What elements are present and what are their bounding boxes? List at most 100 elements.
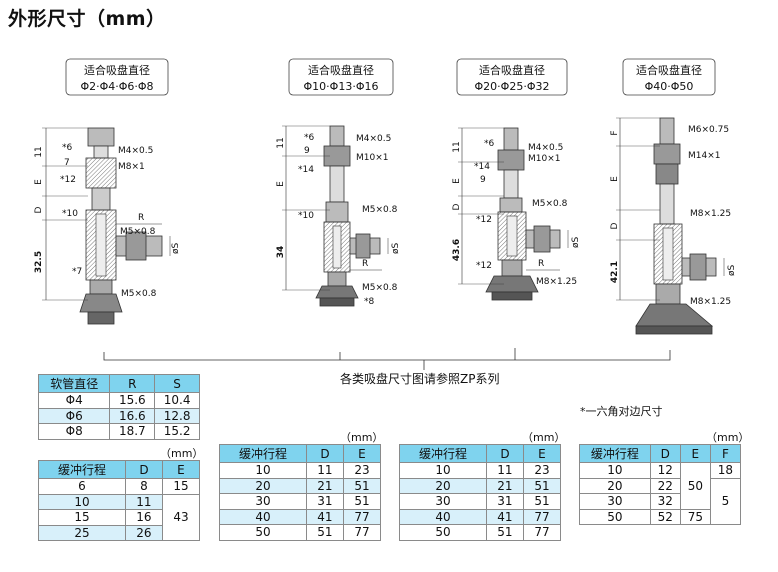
- svg-text:*14: *14: [298, 165, 314, 175]
- svg-text:M4×0.5: M4×0.5: [118, 146, 153, 156]
- stroke-table-1: 缓冲行程 D E 6 8 15 10 11 43 15 16 25 26: [38, 460, 201, 541]
- svg-text:11: 11: [452, 141, 462, 152]
- table-row: 6 8 15: [38, 478, 201, 495]
- hex-note: *一六角对边尺寸: [580, 405, 663, 418]
- svg-text:øS: øS: [391, 242, 401, 254]
- svg-text:32.5: 32.5: [34, 251, 44, 273]
- table-row: Φ8 18.7 15.2: [37, 423, 200, 440]
- svg-text:42.1: 42.1: [610, 261, 620, 283]
- table-header: R: [109, 374, 156, 393]
- reference-bracket: [103, 348, 671, 370]
- size-box-sizes: Φ10·Φ13·Φ16: [304, 80, 379, 93]
- svg-text:M5×0.8: M5×0.8: [362, 205, 398, 215]
- drawing-1: 11 E D 32.5 *6 7 *12 *10 *7 M4×0.5 M8×1 …: [34, 127, 181, 325]
- svg-text:*7: *7: [72, 267, 82, 277]
- table-row: 25 26: [38, 524, 200, 541]
- table-row: Φ4 15.6 10.4: [37, 392, 200, 409]
- svg-text:34: 34: [276, 246, 286, 259]
- svg-text:M8×1.25: M8×1.25: [690, 297, 731, 307]
- svg-text:E: E: [610, 176, 620, 182]
- svg-text:D: D: [452, 203, 462, 210]
- svg-text:øS: øS: [171, 242, 181, 254]
- reference-note: 各类吸盘尺寸图请参照ZP系列: [340, 372, 500, 386]
- svg-text:M4×0.5: M4×0.5: [528, 143, 563, 153]
- size-box-3: 适合吸盘直径 Φ20·Φ25·Φ32: [456, 58, 568, 96]
- table-row: 10 12 50 18: [579, 462, 742, 510]
- svg-text:*8: *8: [364, 297, 375, 307]
- svg-text:M10×1: M10×1: [356, 153, 388, 163]
- size-box-label: 适合吸盘直径: [636, 63, 702, 77]
- size-box-1: 适合吸盘直径 Φ2·Φ4·Φ6·Φ8: [65, 58, 169, 96]
- unit-label: （mm）: [522, 431, 566, 444]
- drawing-2: 11 E 34 *6 9 *14 *10 *8 M4×0.5 M10×1 M5×…: [276, 125, 401, 307]
- page-title: 外形尺寸（mm）: [8, 8, 166, 30]
- svg-text:*12: *12: [476, 261, 492, 271]
- table-row: 10 11 43: [38, 493, 201, 541]
- unit-label: （mm）: [340, 431, 384, 444]
- dimension-drawings: 适合吸盘直径 Φ2·Φ4·Φ6·Φ8 适合吸盘直径 Φ10·Φ13·Φ16 适合…: [34, 58, 737, 370]
- size-box-4: 适合吸盘直径 Φ40·Φ50: [622, 58, 716, 96]
- svg-text:M5×0.8: M5×0.8: [120, 227, 156, 237]
- tube-table: 软管直径 R S Φ4 15.6 10.4 Φ6 16.6 12.8 Φ8 18…: [37, 374, 200, 440]
- svg-text:M8×1: M8×1: [118, 162, 145, 172]
- svg-text:*6: *6: [484, 139, 495, 149]
- svg-text:M5×0.8: M5×0.8: [362, 283, 398, 293]
- svg-text:M8×1.25: M8×1.25: [690, 209, 731, 219]
- unit-label: （mm）: [706, 431, 750, 444]
- svg-text:R: R: [538, 259, 544, 269]
- svg-text:R: R: [362, 259, 368, 269]
- svg-text:M14×1: M14×1: [688, 151, 720, 161]
- svg-text:øS: øS: [727, 264, 737, 276]
- svg-text:M10×1: M10×1: [528, 154, 560, 164]
- svg-text:D: D: [34, 206, 44, 213]
- table-row: Φ6 16.6 12.8: [37, 407, 200, 424]
- size-box-sizes: Φ40·Φ50: [645, 80, 694, 93]
- table-row: 50 52 75: [579, 508, 741, 525]
- size-box-label: 适合吸盘直径: [84, 63, 150, 77]
- svg-text:11: 11: [276, 137, 286, 148]
- table-header: 软管直径: [37, 374, 111, 393]
- drawing-3: 11 E D 43.6 *6 *14 9 *12 *12 M4×0.5 M10×…: [452, 127, 581, 301]
- size-box-sizes: Φ20·Φ25·Φ32: [475, 80, 550, 93]
- table-row: 20 22 5: [579, 477, 742, 525]
- size-box-label: 适合吸盘直径: [308, 63, 374, 77]
- svg-text:M4×0.5: M4×0.5: [356, 134, 391, 144]
- svg-text:9: 9: [480, 175, 486, 185]
- svg-text:E: E: [276, 181, 286, 187]
- svg-text:M5×0.8: M5×0.8: [532, 199, 568, 209]
- table-header: S: [154, 374, 200, 393]
- svg-text:F: F: [610, 130, 620, 135]
- svg-text:43.6: 43.6: [452, 239, 462, 261]
- svg-text:M8×1.25: M8×1.25: [536, 277, 577, 287]
- svg-text:*6: *6: [304, 133, 315, 143]
- svg-text:D: D: [610, 222, 620, 229]
- svg-text:*10: *10: [298, 211, 314, 221]
- svg-text:*6: *6: [62, 143, 73, 153]
- svg-text:E: E: [452, 178, 462, 184]
- svg-text:*10: *10: [62, 209, 78, 219]
- size-box-2: 适合吸盘直径 Φ10·Φ13·Φ16: [288, 58, 394, 96]
- svg-text:7: 7: [64, 158, 70, 168]
- svg-text:9: 9: [304, 146, 310, 156]
- svg-text:*14: *14: [474, 162, 490, 172]
- svg-text:øS: øS: [571, 236, 581, 248]
- svg-text:*12: *12: [476, 215, 492, 225]
- svg-text:R: R: [138, 213, 144, 223]
- size-box-label: 适合吸盘直径: [479, 63, 545, 77]
- stroke-table-4: 缓冲行程 D E F 10 12 50 18 20 22 5 30 32 50 …: [579, 444, 742, 525]
- size-box-sizes: Φ2·Φ4·Φ6·Φ8: [80, 80, 153, 93]
- svg-text:11: 11: [34, 146, 44, 157]
- drawing-4: F E D 42.1 M6×0.75 M14×1 M8×1.25 øS M8×1…: [610, 117, 737, 335]
